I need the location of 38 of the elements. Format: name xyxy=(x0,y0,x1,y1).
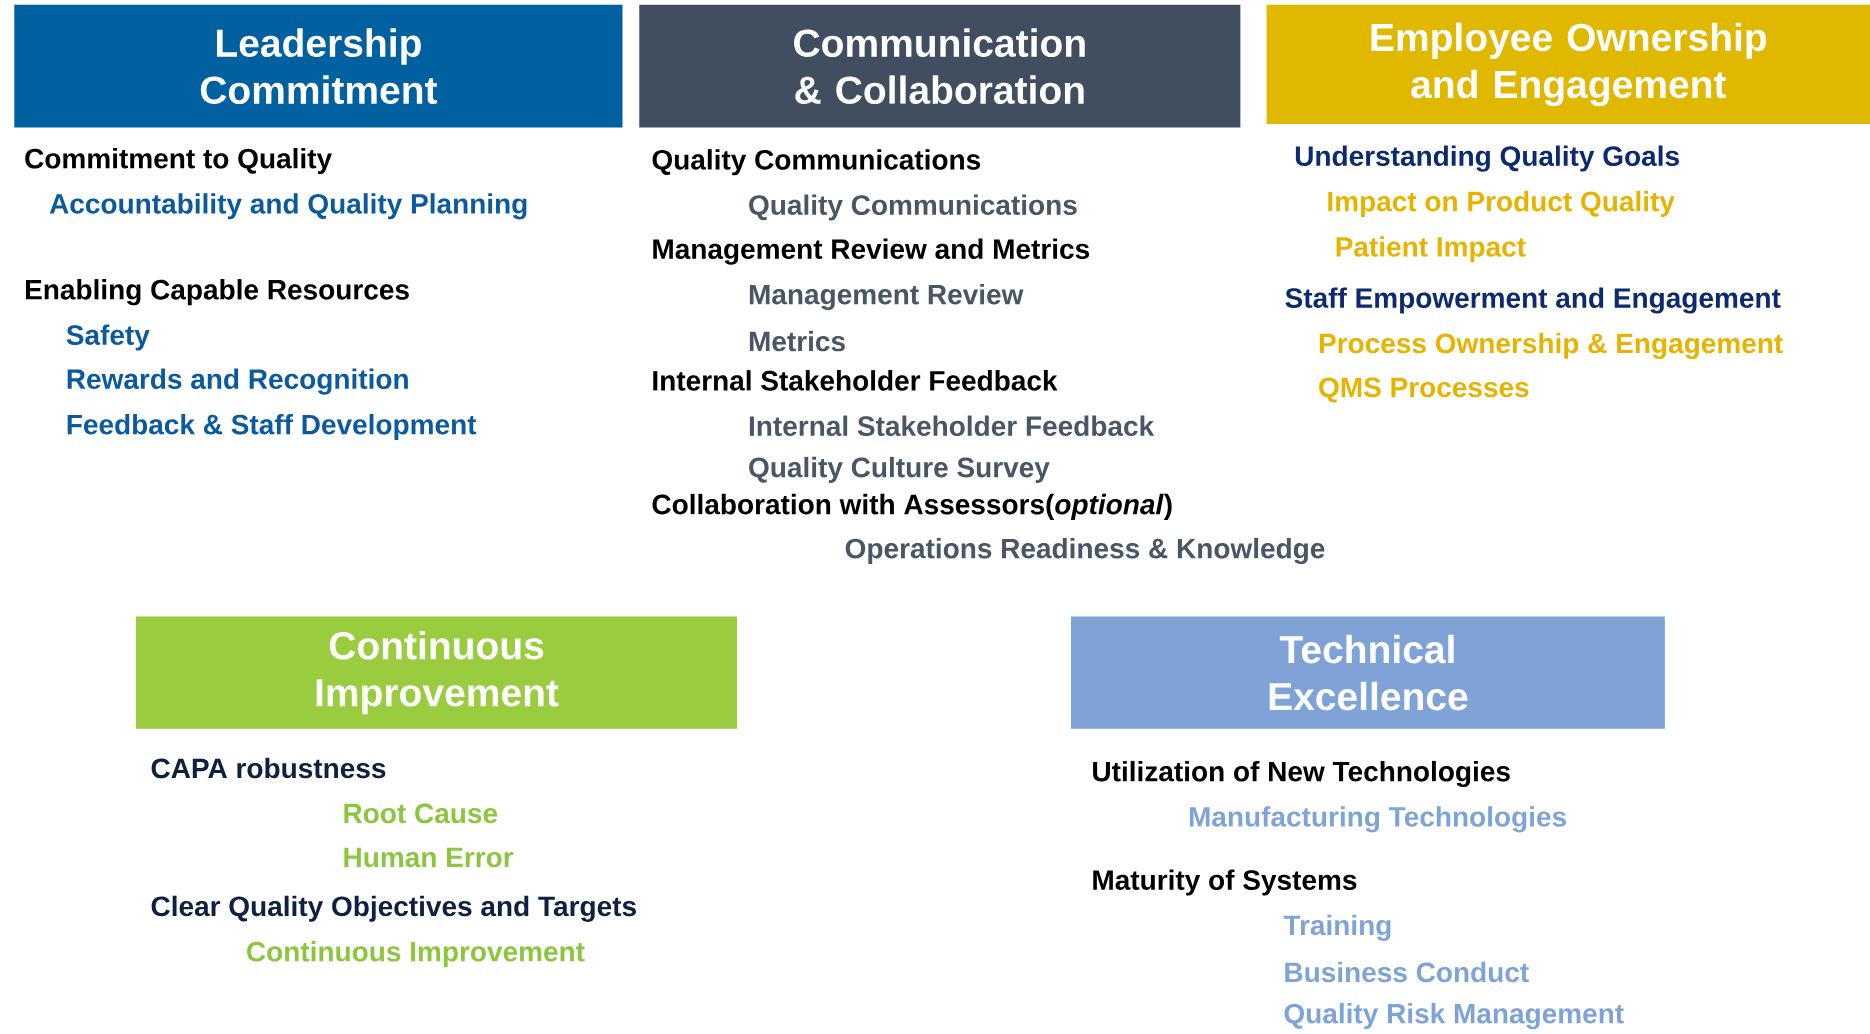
category-header: Communication & Collaboration xyxy=(639,4,1241,128)
item-text: Patient Impact xyxy=(1336,236,1526,263)
heading-text: CAPA robustness xyxy=(151,757,386,779)
item-text: Metrics xyxy=(749,330,845,352)
item-text: Rewards and Recognition xyxy=(67,368,408,395)
item-text: QMS Processes xyxy=(1319,377,1529,403)
heading-text: Understanding Quality Goals xyxy=(1295,145,1679,172)
heading-text: Commitment to Quality xyxy=(25,147,332,175)
heading-text: Collaboration with Assessors(optional) xyxy=(652,493,1172,520)
item-text: Internal Stakeholder Feedback xyxy=(749,415,1155,437)
heading-text: Staff Empowerment and Engagement xyxy=(1285,287,1781,314)
heading-text: Management Review and Metrics xyxy=(653,238,1090,265)
heading-text: Enabling Capable Resources xyxy=(25,279,409,306)
heading-text: Utilization of New Technologies xyxy=(1093,760,1510,788)
item-text: Human Error xyxy=(344,847,514,868)
item-text: Root Cause xyxy=(344,803,498,824)
item-text: Impact on Product Quality xyxy=(1328,190,1675,217)
item-text: Manufacturing Technologies xyxy=(1189,806,1566,833)
category-header: Continuous Improvement xyxy=(135,616,738,729)
heading-text: Quality Communications xyxy=(652,149,981,176)
item-text: Safety xyxy=(66,324,150,351)
category-header: Technical Excellence xyxy=(1070,616,1665,729)
category-header: Leadership Commitment xyxy=(14,4,623,128)
item-text: Quality Communications xyxy=(749,194,1077,221)
item-text: Continuous Improvement xyxy=(247,941,585,968)
item-text: Training xyxy=(1283,914,1391,941)
item-text: Quality Risk Management xyxy=(1284,1003,1624,1030)
item-text: Accountability and Quality Planning xyxy=(49,193,527,220)
item-text: Process Ownership & Engagement xyxy=(1319,332,1783,359)
item-text: Quality Culture Survey xyxy=(749,456,1050,483)
category-header: Employee Ownership and Engagement xyxy=(1266,4,1870,125)
item-text: Management Review xyxy=(749,283,1024,311)
item-text: Feedback & Staff Development xyxy=(67,413,477,441)
item-text: Operations Readiness & Knowledge xyxy=(845,537,1325,565)
item-text: Business Conduct xyxy=(1285,961,1529,983)
heading-text: Clear Quality Objectives and Targets xyxy=(151,895,636,922)
heading-text: Maturity of Systems xyxy=(1093,869,1357,896)
heading-text: Internal Stakeholder Feedback xyxy=(653,370,1058,391)
